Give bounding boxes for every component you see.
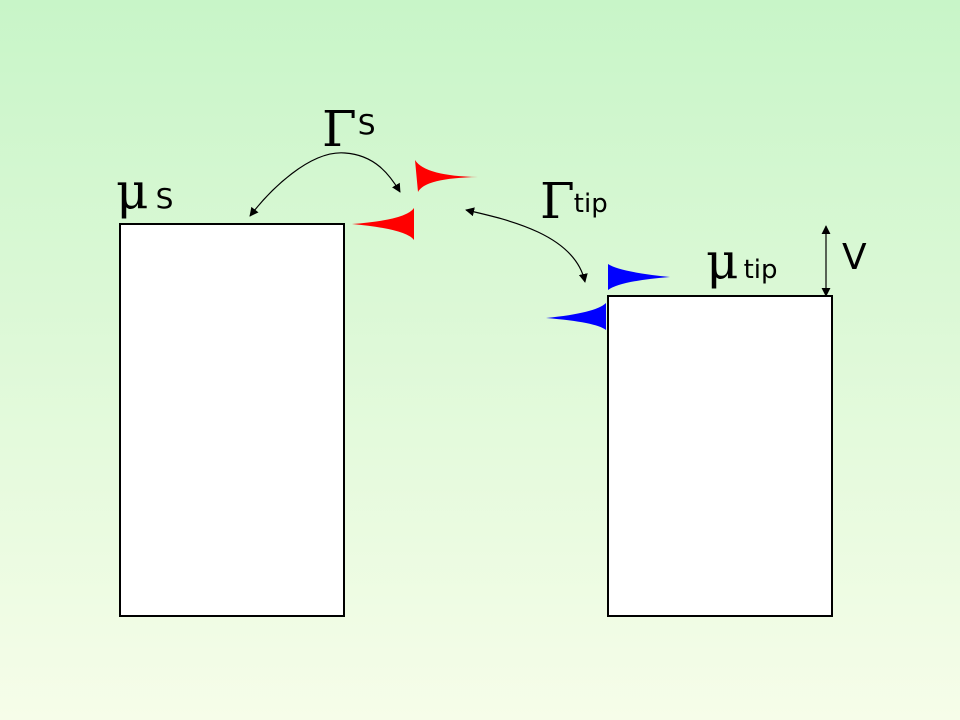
gamma-sample-arrow — [249, 152, 401, 217]
mu-sample-subscript: S — [155, 182, 174, 215]
mu-sample-label: μ S — [116, 166, 173, 216]
tip-upper-level-shape — [608, 264, 670, 290]
tip-lower-level-shape — [546, 303, 606, 330]
gamma-sample-symbol: Γ — [322, 100, 357, 158]
sample-upper-level-shape — [415, 160, 478, 192]
gamma-sample-label: Γ S — [322, 104, 376, 154]
mu-sample-symbol: μ — [116, 162, 149, 220]
sample-lower-level-shape — [352, 208, 414, 240]
gamma-tip-arrow — [465, 207, 588, 283]
gamma-tip-label: Γ tip — [540, 176, 608, 226]
bias-voltage-label: V — [842, 237, 867, 278]
gamma-tip-symbol: Γ — [540, 172, 575, 230]
mu-tip-subscript: tip — [743, 255, 778, 285]
mu-tip-symbol: μ — [706, 232, 739, 290]
mu-tip-label: μ tip — [706, 236, 778, 286]
gamma-sample-subscript: S — [357, 108, 376, 141]
tip-electrode — [607, 295, 833, 617]
sample-electrode — [119, 223, 345, 617]
gamma-tip-subscript: tip — [573, 189, 608, 219]
